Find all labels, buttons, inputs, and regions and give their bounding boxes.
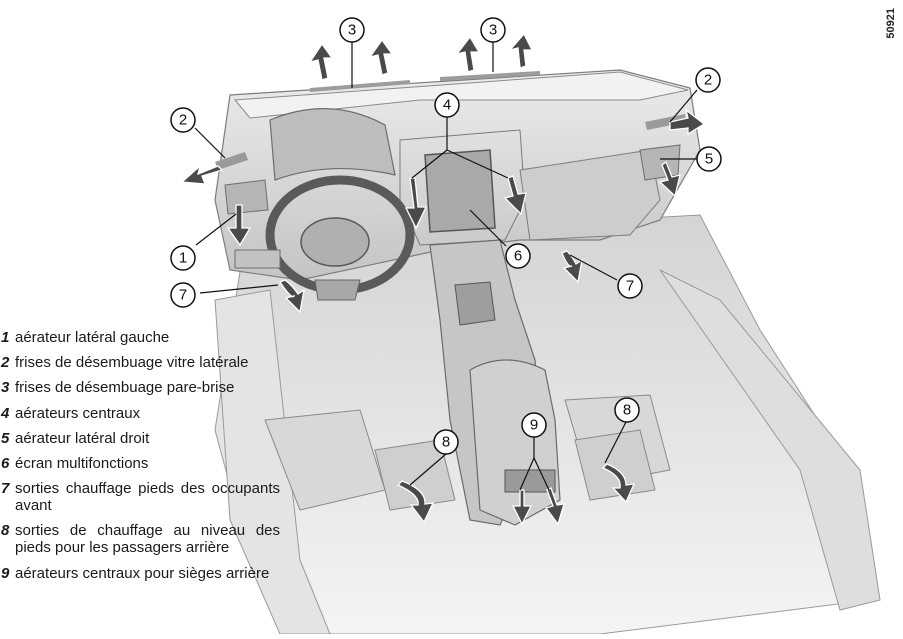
left-side-window-vent xyxy=(215,152,248,170)
callout-9: 9 xyxy=(521,412,547,438)
svg-text:7: 7 xyxy=(179,287,187,304)
airflow-arrows xyxy=(180,32,706,526)
legend-item: 5 aérateur latéral droit xyxy=(0,430,280,447)
legend-number: 4 xyxy=(1,404,10,422)
left-side-vent xyxy=(224,179,269,215)
svg-text:8: 8 xyxy=(442,434,450,451)
legend-item: 8 sorties de chauffage au niveau des pied… xyxy=(0,522,280,556)
windshield-vent-right xyxy=(440,71,540,81)
callout-3: 3 xyxy=(480,17,506,43)
armrest xyxy=(469,359,561,526)
legend-item: 7 sorties chauffage pieds des occupants a… xyxy=(0,480,280,514)
legend-text: aérateurs centraux pour sièges arrière xyxy=(15,564,270,582)
svg-text:3: 3 xyxy=(348,22,356,39)
legend-text: frises de désembuage pare-brise xyxy=(15,379,235,397)
legend-text: aérateurs centraux xyxy=(15,404,141,422)
svg-text:7: 7 xyxy=(626,278,634,295)
svg-text:1: 1 xyxy=(179,250,187,267)
steering-column xyxy=(314,279,361,301)
legend-number: 3 xyxy=(1,379,10,397)
legend-item: 1 aérateur latéral gauche xyxy=(0,329,280,346)
front-footwell-arrow-right xyxy=(561,250,583,284)
right-side-window-vent xyxy=(645,114,686,130)
gear-selector xyxy=(454,281,496,326)
svg-text:5: 5 xyxy=(705,151,713,168)
rear-vent-arrow-left xyxy=(511,489,533,526)
rear-footwell-arrow-left xyxy=(396,480,435,524)
callout-6: 6 xyxy=(505,243,531,269)
legend-item: 9 aérateurs centraux pour sièges arrière xyxy=(0,565,280,582)
central-screen xyxy=(424,149,496,233)
windshield-arrow xyxy=(308,42,334,81)
right-door-sill xyxy=(659,269,881,611)
legend-item: 3 frises de désembuage pare-brise xyxy=(0,379,280,396)
callout-5: 5 xyxy=(696,146,722,172)
rear-vent-arrow-right xyxy=(544,487,565,526)
rear-footwell-arrow-right xyxy=(601,463,636,504)
front-footwell-arrow-left xyxy=(279,279,305,314)
legend-text: sorties chauffage pieds des occupants av… xyxy=(15,480,280,515)
legend-number: 2 xyxy=(1,354,10,372)
windshield-arrow xyxy=(508,32,534,69)
legend-number: 8 xyxy=(1,522,10,540)
windshield-vent-left xyxy=(310,80,410,92)
callout-3: 3 xyxy=(339,17,365,43)
windshield-arrow xyxy=(455,35,481,73)
svg-text:2: 2 xyxy=(179,112,187,129)
rear-vents xyxy=(504,469,556,493)
center-vent-arrow-left xyxy=(404,177,428,230)
left-switch-panel xyxy=(234,249,281,269)
legend-text: écran multifonctions xyxy=(15,454,149,472)
callout-7: 7 xyxy=(170,282,196,308)
legend-item: 4 aérateurs centraux xyxy=(0,405,280,422)
legend-text: aérateur latéral droit xyxy=(15,429,150,447)
side-window-arrow-left xyxy=(180,164,224,185)
right-side-vent xyxy=(639,144,681,181)
legend-number: 9 xyxy=(1,564,10,582)
callout-7: 7 xyxy=(617,273,643,299)
svg-text:9: 9 xyxy=(530,417,538,434)
callout-2: 2 xyxy=(695,67,721,93)
legend-text: aérateur latéral gauche xyxy=(15,329,170,346)
glovebox xyxy=(519,149,661,241)
svg-text:4: 4 xyxy=(443,97,451,114)
callout-4: 4 xyxy=(434,92,460,118)
legend-number: 5 xyxy=(1,429,10,447)
legend-text: frises de désembuage vitre latérale xyxy=(15,354,249,372)
rear-right-heat-duct xyxy=(574,429,656,501)
svg-text:8: 8 xyxy=(623,402,631,419)
windshield-arrow xyxy=(368,38,394,76)
legend-number: 6 xyxy=(1,454,10,472)
instrument-cluster xyxy=(269,108,396,181)
right-vent-arrow xyxy=(658,160,681,198)
legend-number: 1 xyxy=(1,329,10,346)
legend: 1 aérateur latéral gauche 2 frises de dése… xyxy=(0,329,280,590)
callout-8: 8 xyxy=(433,429,459,455)
callout-8: 8 xyxy=(614,397,640,423)
callout-1: 1 xyxy=(170,245,196,271)
legend-item: 2 frises de désembuage vitre latérale xyxy=(0,354,280,371)
side-window-arrow-right xyxy=(669,108,706,136)
dashboard-top xyxy=(233,71,689,119)
left-vent-arrow xyxy=(226,204,252,247)
callout-2: 2 xyxy=(170,107,196,133)
rear-left-heat-duct xyxy=(374,439,456,511)
center-vent-arrow-right xyxy=(503,175,527,216)
legend-item: 6 écran multifonctions xyxy=(0,455,280,472)
figure-reference-code: 50921 xyxy=(885,8,897,39)
steering-wheel-hub xyxy=(300,217,370,267)
svg-text:6: 6 xyxy=(514,248,522,265)
svg-text:3: 3 xyxy=(489,22,497,39)
svg-text:2: 2 xyxy=(704,72,712,89)
legend-number: 7 xyxy=(1,480,10,498)
legend-text: sorties de chauffage au niveau des pieds… xyxy=(15,522,280,557)
